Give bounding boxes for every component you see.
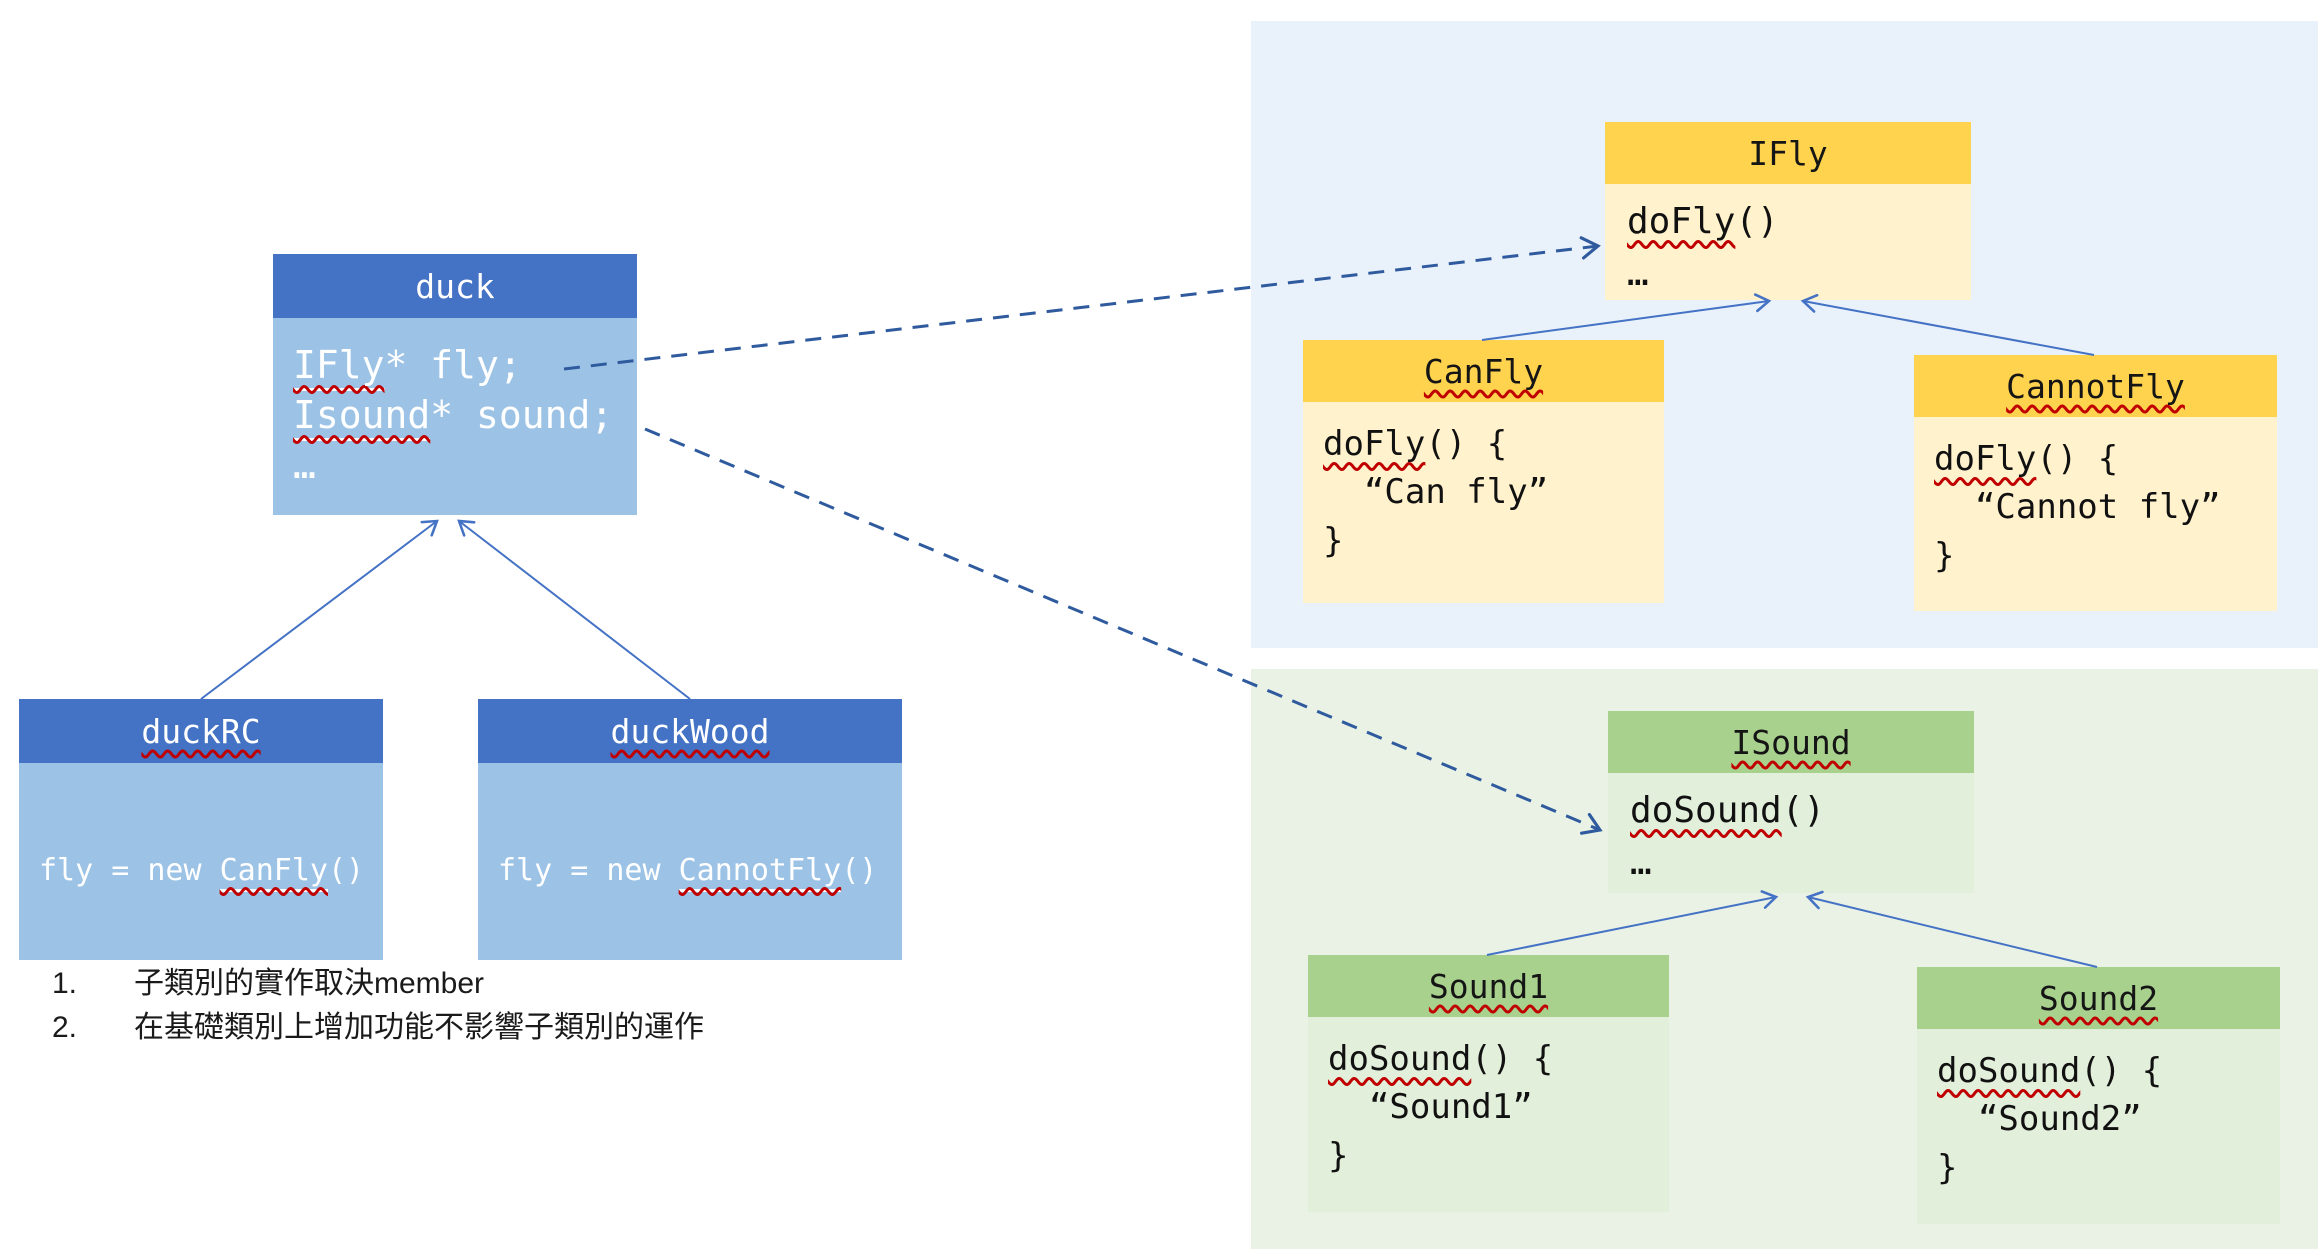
class-body-canfly: doFly() { “Can fly” } bbox=[1303, 402, 1664, 603]
note-item: 2. 在基礎類別上增加功能不影響子類別的運作 bbox=[52, 1006, 704, 1050]
code-line: … bbox=[293, 443, 316, 488]
class-title: ISound bbox=[1731, 722, 1851, 762]
class-title: Sound1 bbox=[1428, 966, 1549, 1006]
code-line: “Can fly” bbox=[1323, 472, 1549, 513]
note-item: 1. 子類別的實作取決member bbox=[52, 962, 704, 1006]
method-name: doFly bbox=[1934, 439, 2037, 479]
class-header-cannotfly: CannotFly bbox=[1914, 355, 2277, 417]
class-box-sound2: Sound2 doSound() { “Sound2” } bbox=[1917, 967, 2280, 1224]
method-name: doFly bbox=[1323, 424, 1426, 464]
class-header-ifly: IFly bbox=[1605, 122, 1971, 184]
code-line: doSound() bbox=[1630, 785, 1974, 837]
code-text: () { bbox=[1425, 424, 1508, 464]
class-body-duckrc: fly = new CanFly() bbox=[19, 763, 383, 960]
method-name: doFly bbox=[1627, 201, 1736, 242]
class-body-cannotfly: doFly() { “Cannot fly” } bbox=[1914, 417, 2277, 611]
code-line: fly = new CannotFly() bbox=[498, 851, 902, 892]
class-title: CanFly bbox=[1423, 351, 1544, 391]
method-name: doSound bbox=[1937, 1051, 2081, 1091]
class-title: duckRC bbox=[141, 711, 261, 751]
class-title: duckWood bbox=[610, 711, 770, 751]
code-text: * fly; bbox=[384, 343, 522, 387]
code-line: “Cannot fly” bbox=[1934, 487, 2221, 528]
inheritance-arrow-duckwood-duck bbox=[457, 519, 691, 700]
code-line: doFly() bbox=[1627, 196, 1971, 248]
code-line: “Sound2” bbox=[1937, 1099, 2142, 1140]
method-name: doSound bbox=[1630, 790, 1782, 831]
class-box-duck: duck IFly* fly; Isound* sound; … bbox=[273, 254, 637, 515]
type-name: Isound bbox=[293, 393, 431, 442]
class-box-canfly: CanFly doFly() { “Can fly” } bbox=[1303, 340, 1664, 603]
class-body-sound2: doSound() { “Sound2” } bbox=[1917, 1029, 2280, 1224]
code-line: } bbox=[1934, 535, 1955, 576]
code-text: fly = new bbox=[498, 853, 679, 888]
class-header-duckrc: duckRC bbox=[19, 699, 383, 763]
type-name: CanFly bbox=[219, 853, 328, 892]
class-header-duckwood: duckWood bbox=[478, 699, 902, 763]
code-line: fly = new CanFly() bbox=[39, 851, 383, 892]
class-header-duck: duck bbox=[273, 254, 637, 318]
class-body-duckwood: fly = new CannotFly() bbox=[478, 763, 902, 960]
code-text: () { bbox=[2036, 439, 2119, 479]
class-body-isound: doSound() … bbox=[1608, 773, 1974, 893]
class-header-sound2: Sound2 bbox=[1917, 967, 2280, 1029]
note-text: 在基礎類別上增加功能不影響子類別的運作 bbox=[134, 1011, 704, 1044]
code-text: * sound; bbox=[430, 393, 614, 438]
class-body-ifly: doFly() … bbox=[1605, 184, 1971, 301]
code-text: () bbox=[1781, 790, 1826, 831]
type-name: IFly bbox=[293, 343, 385, 391]
code-line: } bbox=[1937, 1147, 1958, 1188]
code-text: () { bbox=[1471, 1039, 1554, 1079]
inheritance-arrow-duckrc-duck bbox=[200, 519, 439, 700]
class-box-duckrc: duckRC fly = new CanFly() bbox=[19, 699, 383, 960]
class-title: duck bbox=[415, 266, 495, 306]
class-header-sound1: Sound1 bbox=[1308, 955, 1669, 1017]
class-title: CannotFly bbox=[2006, 366, 2185, 406]
code-line: doSound() { bbox=[1937, 1047, 2280, 1095]
code-line: doFly() { bbox=[1323, 420, 1664, 468]
class-box-sound1: Sound1 doSound() { “Sound1” } bbox=[1308, 955, 1669, 1212]
code-line: Isound* sound; bbox=[293, 390, 637, 442]
code-text: fly = new bbox=[39, 853, 220, 888]
code-line: } bbox=[1323, 520, 1344, 561]
class-box-ifly: IFly doFly() … bbox=[1605, 122, 1971, 301]
class-header-canfly: CanFly bbox=[1303, 340, 1664, 402]
type-name: CannotFly bbox=[678, 853, 842, 892]
code-line: IFly* fly; bbox=[293, 340, 637, 391]
code-line: … bbox=[1630, 842, 1652, 884]
class-title: Sound2 bbox=[2038, 978, 2159, 1018]
notes-list: 1. 子類別的實作取決member 2. 在基礎類別上增加功能不影響子類別的運作 bbox=[52, 962, 704, 1050]
code-text: () bbox=[328, 853, 365, 888]
note-number: 1. bbox=[52, 967, 78, 1000]
code-text: () bbox=[841, 853, 878, 888]
code-line: “Sound1” bbox=[1328, 1087, 1533, 1128]
class-box-cannotfly: CannotFly doFly() { “Cannot fly” } bbox=[1914, 355, 2277, 611]
code-line: … bbox=[1627, 253, 1649, 295]
code-line: doSound() { bbox=[1328, 1035, 1669, 1083]
class-header-isound: ISound bbox=[1608, 711, 1974, 773]
method-name: doSound bbox=[1328, 1039, 1472, 1079]
class-body-duck: IFly* fly; Isound* sound; … bbox=[273, 318, 637, 515]
class-box-isound: ISound doSound() … bbox=[1608, 711, 1974, 893]
class-box-duckwood: duckWood fly = new CannotFly() bbox=[478, 699, 902, 960]
class-body-sound1: doSound() { “Sound1” } bbox=[1308, 1017, 1669, 1212]
code-text: () { bbox=[2080, 1051, 2163, 1091]
code-line: } bbox=[1328, 1135, 1349, 1176]
code-line: doFly() { bbox=[1934, 435, 2277, 483]
note-number: 2. bbox=[52, 1011, 78, 1044]
note-text: 子類別的實作取決member bbox=[134, 967, 485, 1000]
code-text: () bbox=[1735, 201, 1779, 242]
class-title: IFly bbox=[1748, 133, 1828, 173]
